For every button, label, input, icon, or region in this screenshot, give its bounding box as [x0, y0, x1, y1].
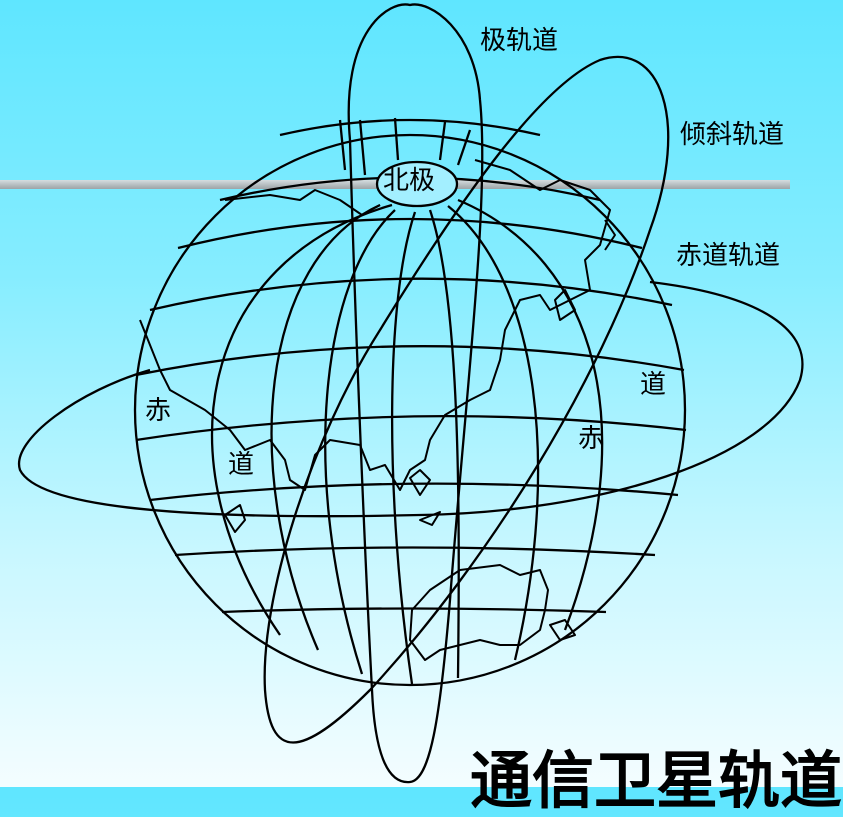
equator-left-char-1: 赤: [145, 396, 172, 426]
polar-orbit-label: 极轨道: [480, 26, 559, 56]
equatorial-orbit-label: 赤道轨道: [676, 241, 781, 271]
equatorial-orbit: [17, 280, 804, 518]
page-title: 通信卫星轨道: [470, 744, 843, 817]
north-pole-label: 北极: [383, 166, 436, 196]
polar-orbit: [347, 3, 484, 784]
inclined-orbit-label: 倾斜轨道: [680, 120, 785, 150]
longitude-lines: [211, 117, 604, 685]
north-pole-cap: [375, 160, 459, 208]
inclined-orbit: [263, 55, 670, 744]
equator-right-char-1: 赤: [578, 424, 605, 454]
globe-outline: [133, 133, 687, 687]
continent-outlines: [139, 159, 616, 661]
equator-left-char-2: 道: [228, 450, 255, 480]
globe-orbit-diagram: [17, 3, 804, 784]
equator-right-char-2: 道: [640, 370, 667, 400]
